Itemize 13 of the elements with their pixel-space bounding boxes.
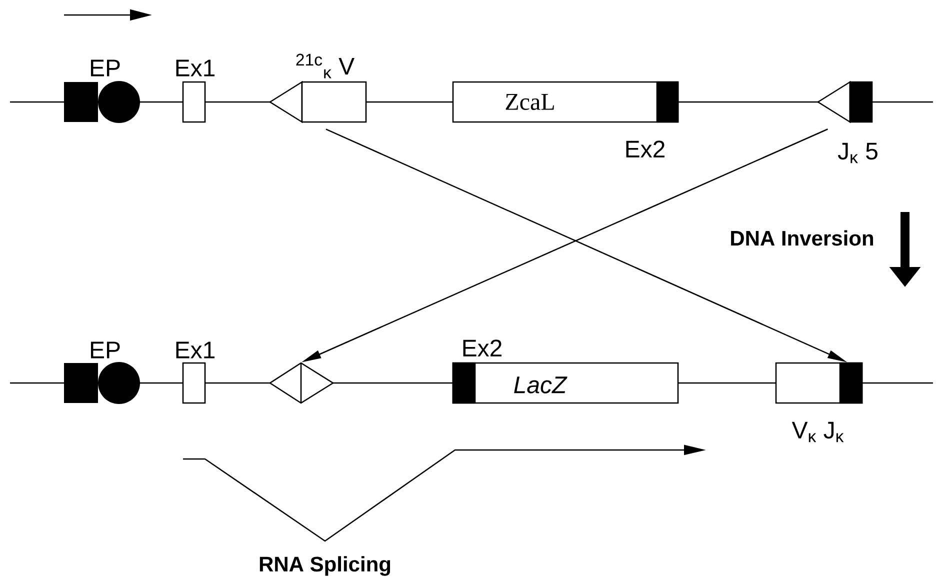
gene-label: EP [90,60,120,76]
exon-label: Ex2 [626,140,664,158]
gene-label: J$_{κ}$ 5 [838,142,878,164]
gene-label: 21c$_{κ}$ V [296,54,354,78]
exon-label: Ex2 [463,340,502,356]
gene-label: V$_{κ}$ J$_{κ}$ [792,422,844,442]
gene-label: LacZ [514,376,568,394]
gene-label: Ex1 [176,60,214,76]
process-label: DNA Inversion [731,230,874,246]
gene-label: ZcaL [506,94,554,110]
process-label: RNA Splicing [260,556,390,576]
gene-label: EP [90,342,120,358]
gene-label: Ex1 [176,342,214,358]
